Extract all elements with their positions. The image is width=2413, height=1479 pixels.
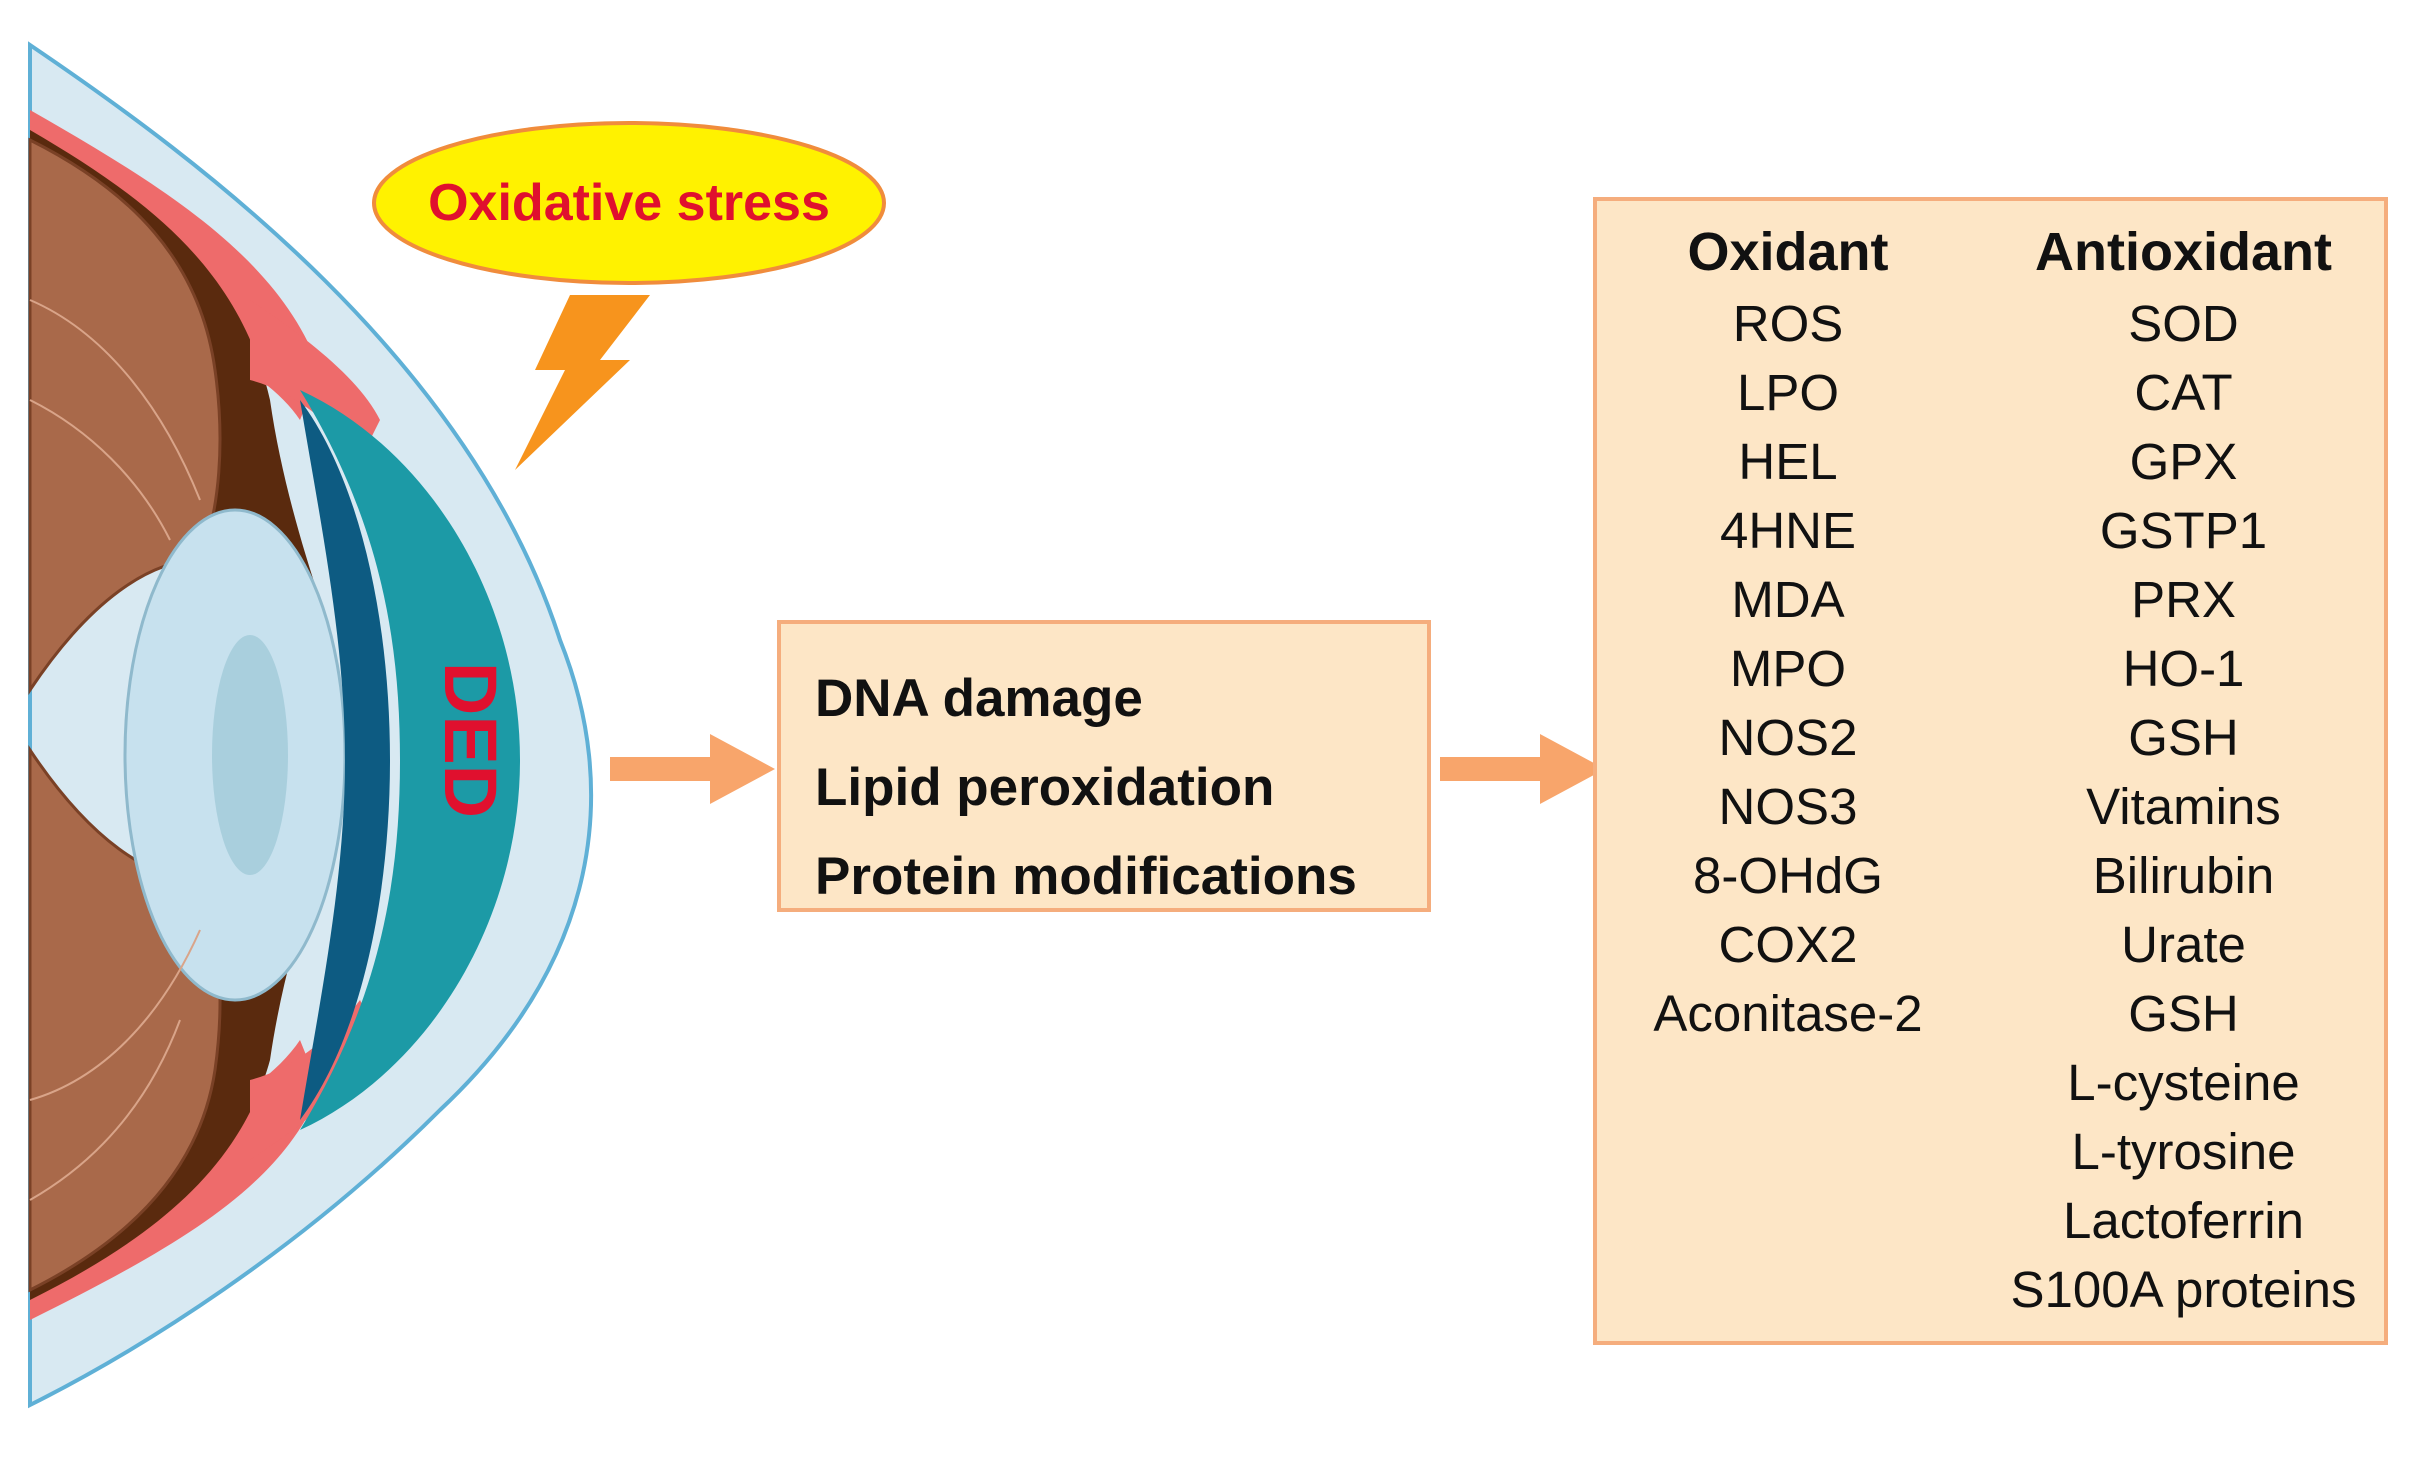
antioxidant-item: GPX: [2129, 433, 2238, 490]
bubble-ellipse: [372, 121, 886, 285]
oxidant-column: Oxidant ROS LPO HEL 4HNE MDA MPO NOS2 NO…: [1597, 219, 1979, 1048]
arrow-to-markers: [1440, 734, 1605, 804]
eye-illustration: [28, 41, 594, 1409]
oxidant-item: MDA: [1731, 571, 1845, 628]
antioxidant-item: HO-1: [2122, 640, 2245, 697]
teal-crescent-dark: [300, 400, 390, 1120]
antioxidant-item: Urate: [2121, 916, 2246, 973]
antioxidant-item: L-tyrosine: [2071, 1123, 2296, 1180]
effect-protein-modifications: Protein modifications: [815, 847, 1357, 906]
oxidant-header: Oxidant: [1687, 222, 1889, 282]
lens-nucleus: [212, 635, 288, 875]
antioxidant-column: Antioxidant SOD CAT GPX GSTP1 PRX HO-1 G…: [1979, 219, 2388, 1324]
antioxidant-item: L-cysteine: [2067, 1054, 2300, 1111]
antioxidant-item: SOD: [2128, 295, 2239, 352]
effect-lipid-peroxidation: Lipid peroxidation: [815, 758, 1275, 817]
oxidant-item: HEL: [1738, 433, 1838, 490]
antioxidant-item: GSH: [2128, 985, 2239, 1042]
antioxidant-item: Bilirubin: [2092, 847, 2275, 904]
antioxidant-item: PRX: [2131, 571, 2236, 628]
antioxidant-item: GSH: [2128, 709, 2239, 766]
oxidant-item: 8-OHdG: [1693, 847, 1883, 904]
biomarkers-box: Oxidant ROS LPO HEL 4HNE MDA MPO NOS2 NO…: [1593, 197, 2388, 1345]
effect-dna-damage: DNA damage: [815, 669, 1143, 728]
oxidant-item: 4HNE: [1719, 502, 1857, 559]
oxidant-item: Aconitase-2: [1653, 985, 1923, 1042]
oxidant-item: NOS3: [1718, 778, 1858, 835]
oxidative-stress-bubble: [372, 121, 886, 470]
oxidant-item: ROS: [1732, 295, 1844, 352]
oxidative-effects-box: DNA damage Lipid peroxidation Protein mo…: [777, 620, 1431, 912]
oxidant-item: LPO: [1736, 364, 1840, 421]
antioxidant-item: Lactoferrin: [2063, 1192, 2304, 1249]
oxidative-stress-label: Oxidative stress: [428, 174, 830, 232]
antioxidant-header: Antioxidant: [2035, 222, 2332, 282]
antioxidant-item: S100A proteins: [2010, 1261, 2357, 1318]
antioxidant-item: CAT: [2134, 364, 2233, 421]
teal-crescent: [300, 390, 520, 1130]
antioxidant-item: GSTP1: [2099, 502, 2268, 559]
oxidant-item: NOS2: [1718, 709, 1858, 766]
arrow-to-effects: [610, 734, 775, 804]
antioxidant-item: Vitamins: [2086, 778, 2281, 835]
disease-label: DED: [429, 661, 512, 819]
oxidant-item: COX2: [1718, 916, 1858, 973]
lightning-icon: [515, 295, 650, 470]
oxidant-item: MPO: [1729, 640, 1847, 697]
